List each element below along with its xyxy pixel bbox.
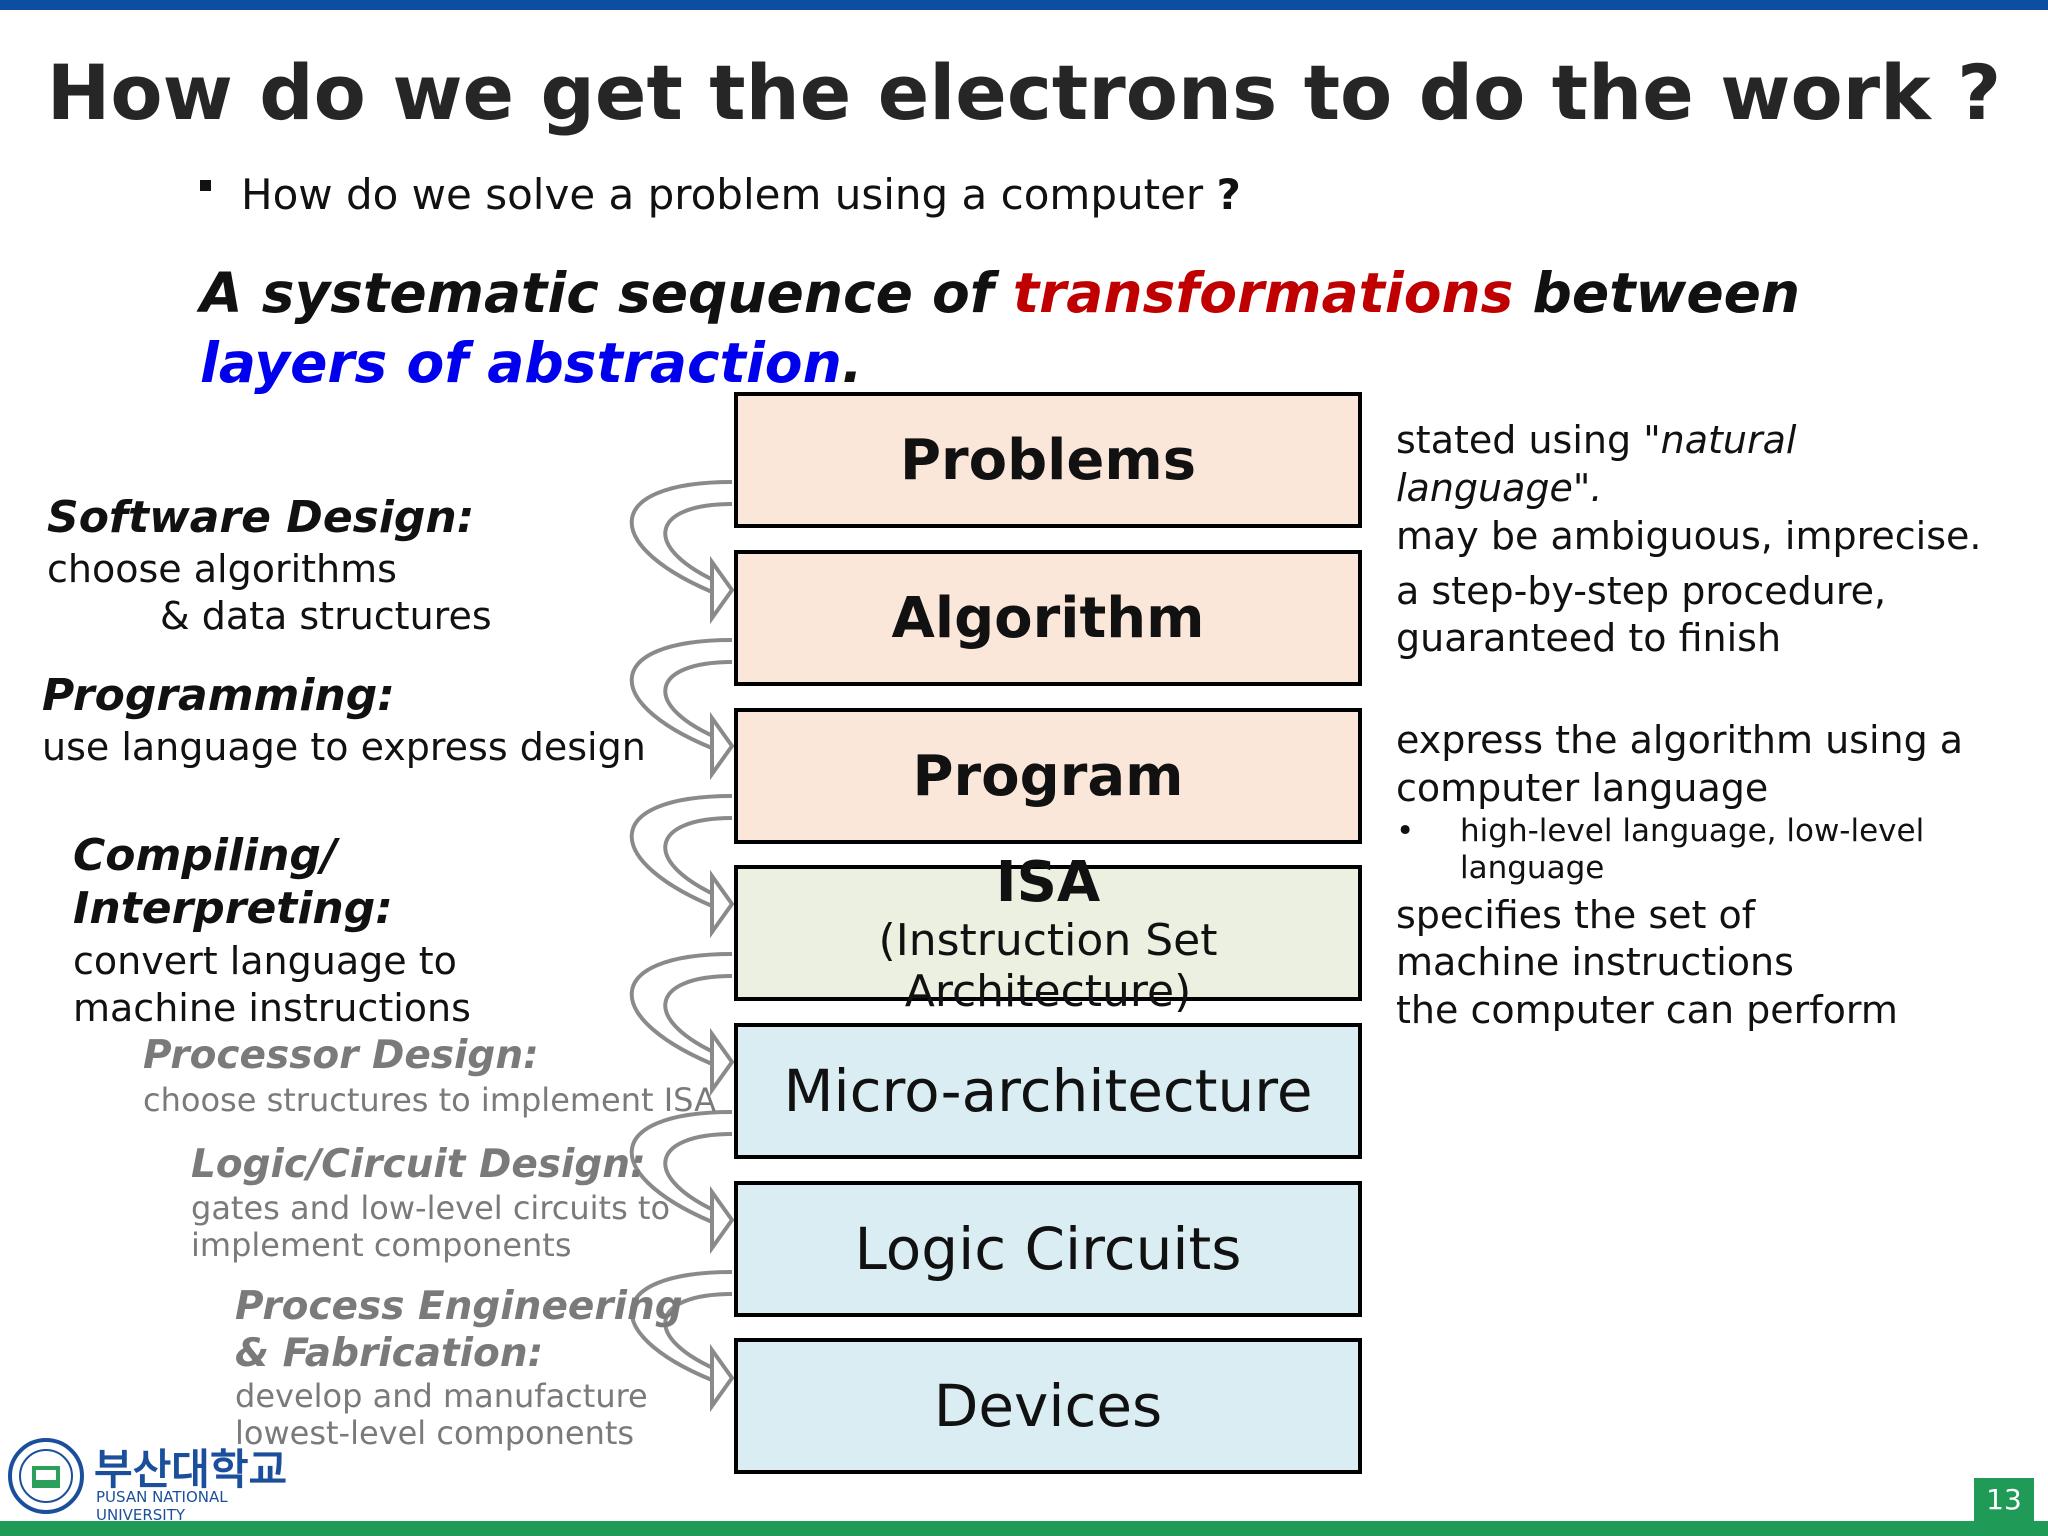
layer-isa-sublabel: (Instruction Set Architecture): [878, 914, 1218, 1017]
isa-note-line3: the computer can perform: [1396, 988, 1898, 1032]
software-design-line1: choose algorithms: [47, 547, 397, 591]
layer-isa-label: ISA: [995, 849, 1101, 915]
slide-title: How do we get the electrons to do the wo…: [46, 48, 2002, 137]
bottom-accent-bar: [0, 1521, 2048, 1536]
layer-logic-circuits: Logic Circuits: [734, 1181, 1362, 1317]
arrow-isa-micro: [629, 952, 733, 1070]
software-design-title: Software Design:: [47, 492, 475, 543]
layer-problems: Problems: [734, 392, 1362, 528]
thesis-part3: between: [1513, 261, 1801, 325]
programming-text: use language to express design: [42, 725, 646, 769]
thesis-period: .: [841, 331, 863, 395]
layer-logic-label: Logic Circuits: [854, 1215, 1242, 1283]
problems-note-line2: language".: [1396, 466, 1603, 510]
thesis-transformations: transformations: [1012, 261, 1514, 325]
thesis-layers: layers of abstraction: [200, 331, 842, 395]
problems-note-a: stated using: [1396, 418, 1644, 462]
compiling-line2: machine instructions: [73, 986, 471, 1030]
program-note-line2: computer language: [1396, 766, 1769, 810]
layer-devices: Devices: [734, 1338, 1362, 1474]
compiling-title-line2: Interpreting:: [73, 883, 393, 934]
program-note-bullet-dot: •: [1396, 813, 1415, 849]
university-logo: 부산대학교 PUSAN NATIONAL UNIVERSITY: [6, 1436, 306, 1524]
logo-korean-name: 부산대학교: [94, 1445, 288, 1494]
bullet-question: How do we solve a problem using a comput…: [200, 170, 1241, 219]
logic-design-line1: gates and low-level circuits to: [191, 1189, 671, 1227]
logic-design-title: Logic/Circuit Design:: [191, 1142, 646, 1187]
process-engineering-title-line1: Process Engineering: [235, 1284, 683, 1329]
arrow-algorithm-program: [629, 638, 733, 754]
layer-micro-architecture: Micro-architecture: [734, 1023, 1362, 1159]
isa-note-line1: specifies the set of: [1396, 893, 1756, 937]
compiling-line1: convert language to: [73, 939, 457, 983]
program-note-bullet-line2: language: [1460, 850, 1605, 886]
arrow-problems-algorithm: [629, 480, 733, 598]
arrow-logic-devices: [629, 1270, 733, 1386]
university-seal-icon: [8, 1438, 84, 1514]
arrow-micro-logic: [629, 1110, 733, 1228]
page-number: 13: [1974, 1478, 2034, 1521]
thesis-statement: A systematic sequence of transformations…: [200, 258, 1920, 398]
software-design-line2: & data structures: [160, 594, 492, 638]
processor-design-title: Processor Design:: [143, 1033, 539, 1078]
layer-algorithm-label: Algorithm: [891, 585, 1205, 651]
logic-design-line2: implement components: [191, 1226, 572, 1264]
bullet-emphasis: ?: [1216, 170, 1241, 219]
program-note-line1: express the algorithm using a: [1396, 718, 1964, 762]
logo-english-name: PUSAN NATIONAL UNIVERSITY: [96, 1488, 228, 1524]
layer-micro-label: Micro-architecture: [783, 1057, 1313, 1125]
arrow-program-isa: [629, 794, 733, 912]
layer-program: Program: [734, 708, 1362, 844]
problems-note-b: "natural: [1643, 418, 1797, 462]
problems-note-line3: may be ambiguous, imprecise.: [1396, 514, 1982, 558]
isa-note-line2: machine instructions: [1396, 940, 1794, 984]
layer-isa: ISA(Instruction Set Architecture): [734, 850, 1362, 1017]
process-engineering-line1: develop and manufacture: [235, 1377, 648, 1415]
thesis-part1: A systematic sequence of: [200, 261, 1013, 325]
layer-program-label: Program: [912, 743, 1184, 809]
bullet-text: How do we solve a problem using a comput…: [241, 170, 1217, 219]
programming-title: Programming:: [42, 670, 395, 721]
process-engineering-title-line2: & Fabrication:: [235, 1331, 544, 1376]
algorithm-note-line1: a step-by-step procedure,: [1396, 569, 1887, 613]
problems-note-line1: stated using "natural: [1396, 416, 1797, 464]
square-bullet-icon: [200, 180, 211, 191]
layer-problems-label: Problems: [899, 427, 1197, 493]
layer-algorithm: Algorithm: [734, 550, 1362, 686]
algorithm-note-line2: guaranteed to finish: [1396, 616, 1782, 660]
top-accent-bar: [0, 0, 2048, 10]
processor-design-text: choose structures to implement ISA: [143, 1081, 716, 1119]
program-note-bullet-line1: high-level language, low-level: [1460, 813, 1925, 849]
process-engineering-line2: lowest-level components: [235, 1414, 635, 1452]
layer-devices-label: Devices: [933, 1372, 1163, 1440]
compiling-title-line1: Compiling/: [73, 830, 337, 881]
